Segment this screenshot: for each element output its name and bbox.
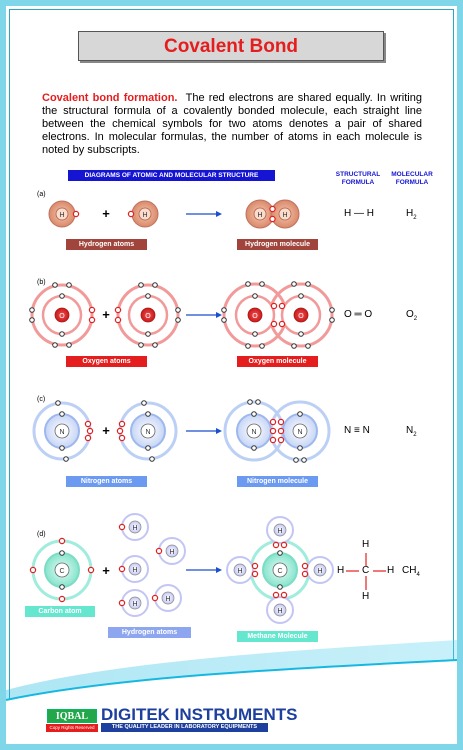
svg-text:N: N — [59, 429, 64, 436]
plus-c: + — [102, 423, 110, 438]
svg-text:O: O — [252, 313, 258, 320]
svg-text:H: H — [59, 212, 64, 219]
hydrogen-atoms-group: H H H H H — [118, 513, 186, 617]
svg-text:H: H — [257, 212, 262, 219]
label-nitrogen-atoms: Nitrogen atoms — [66, 476, 147, 487]
svg-text:H: H — [132, 567, 137, 574]
structural-header-line2: FORMULA — [341, 179, 375, 186]
diagram-header: DIAGRAMS OF ATOMIC AND MOLECULAR STRUCTU… — [68, 170, 275, 181]
structural-header-line1: STRUCTURAL — [335, 171, 381, 178]
svg-text:H: H — [237, 568, 242, 575]
mol-formula-h2: H2 — [406, 208, 417, 221]
section-a-tag: (a) — [37, 191, 46, 198]
page-title: Covalent Bond — [163, 36, 299, 57]
oxygen-atom-left: O — [29, 282, 96, 348]
molecular-header-line2: FORMULA — [395, 179, 429, 186]
svg-text:H: H — [142, 212, 147, 219]
label-carbon-atom: Carbon atom — [25, 606, 95, 617]
carbon-atom: C — [29, 537, 95, 603]
intro-paragraph: Covalent bond formation. The red electro… — [42, 92, 422, 157]
methane-h-left: H — [337, 565, 345, 576]
svg-text:C: C — [59, 568, 64, 575]
struct-formula-o2: O ═ O — [344, 309, 373, 320]
section-c-tag: (c) — [37, 396, 46, 403]
structural-formula-header: STRUCTURAL FORMULA — [334, 171, 382, 187]
label-hydrogen-atoms: Hydrogen atoms — [66, 239, 147, 250]
molecular-formula-header: MOLECULAR FORMULA — [386, 171, 438, 187]
nitrogen-atom-left: N — [32, 400, 94, 462]
plus-d: + — [102, 563, 110, 578]
label-nitrogen-molecule: Nitrogen molecule — [237, 476, 318, 487]
svg-text:H: H — [317, 568, 322, 575]
label-oxygen-atoms: Oxygen atoms — [66, 356, 147, 367]
svg-text:O: O — [59, 313, 65, 320]
svg-text:H: H — [277, 528, 282, 535]
brand-tagline: THE QUALITY LEADER IN LABORATORY EQUIPME… — [101, 723, 268, 732]
hydrogen-atom-right: H — [127, 200, 159, 228]
svg-text:H: H — [277, 608, 282, 615]
svg-text:O: O — [298, 313, 304, 320]
copyright-note: Copy Rights Reserved — [46, 724, 98, 732]
hydrogen-molecule: H H — [245, 199, 300, 229]
oxygen-molecule: O O — [221, 281, 335, 349]
nitrogen-atom-right: N — [116, 400, 178, 462]
svg-text:H: H — [282, 212, 287, 219]
mol-formula-ch4: CH4 — [402, 565, 420, 578]
svg-text:N: N — [297, 429, 302, 436]
plus-b: + — [102, 307, 110, 322]
methane-h-top: H — [362, 539, 370, 550]
svg-text:O: O — [145, 313, 151, 320]
nitrogen-molecule: N N — [223, 399, 331, 463]
svg-text:H: H — [169, 549, 174, 556]
title-box: Covalent Bond — [78, 31, 384, 61]
struct-formula-n2: N ≡ N — [344, 425, 370, 436]
mol-formula-n2: N2 — [406, 425, 417, 438]
svg-text:H: H — [132, 525, 137, 532]
brand-name: DIGITEK INSTRUMENTS — [101, 705, 298, 724]
oxygen-atom-right: O — [114, 282, 181, 348]
svg-text:H: H — [165, 596, 170, 603]
section-d-tag: (d) — [37, 531, 46, 538]
intro-body: The red electrons are shared equally. In… — [42, 92, 422, 156]
methane-c-center: C — [362, 565, 370, 576]
label-hydrogen-atoms-d: Hydrogen atoms — [108, 627, 191, 638]
label-hydrogen-molecule: Hydrogen molecule — [237, 239, 318, 250]
svg-text:N: N — [145, 429, 150, 436]
svg-text:N: N — [251, 429, 256, 436]
intro-lead: Covalent bond formation. — [42, 92, 178, 104]
plus-a: + — [102, 206, 110, 221]
methane-h-right: H — [387, 565, 395, 576]
svg-text:H: H — [132, 601, 137, 608]
methane-h-bottom: H — [362, 591, 370, 602]
methane-molecule: C H H H H — [226, 516, 334, 624]
svg-text:C: C — [277, 568, 282, 575]
methane-structural-formula — [346, 553, 386, 590]
struct-formula-h2: H — H — [344, 208, 374, 219]
label-oxygen-molecule: Oxygen molecule — [237, 356, 318, 367]
label-methane-molecule: Methane Molecule — [237, 631, 318, 642]
hydrogen-atom-left: H — [48, 200, 80, 228]
section-b-tag: (b) — [37, 279, 46, 286]
mol-formula-o2: O2 — [406, 309, 418, 322]
molecular-header-line1: MOLECULAR — [391, 171, 433, 178]
iqbal-logo: IQBAL — [47, 709, 97, 723]
